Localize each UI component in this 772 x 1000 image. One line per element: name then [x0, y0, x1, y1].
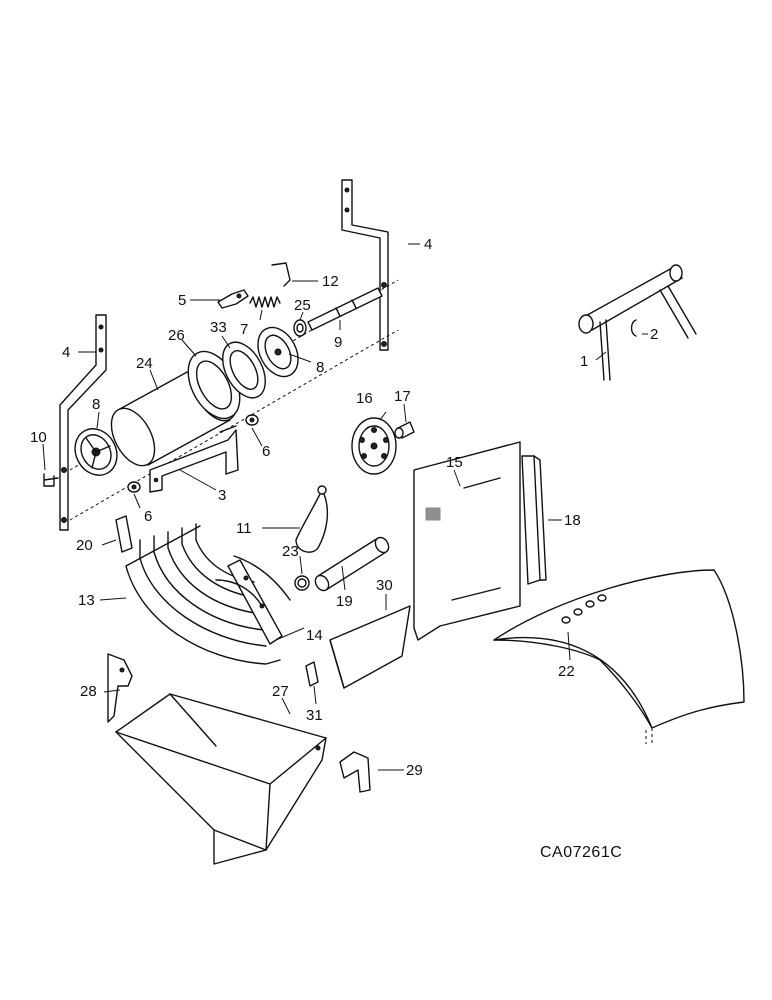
- callout-28: 28: [80, 683, 97, 700]
- callout-23: 23: [282, 543, 299, 560]
- callout-6-lower: 6: [144, 508, 152, 525]
- callout-4-left: 4: [62, 344, 70, 361]
- clip-12: [271, 262, 291, 287]
- left-pulley: [74, 428, 118, 476]
- shaft-9: [307, 287, 383, 331]
- callout-labels: 1 2 3 4 4 5 6 6 7 8 8 9 10 11 12 13 14 1…: [30, 236, 658, 779]
- clamp-23: [294, 575, 310, 591]
- bushing-17: [394, 421, 415, 439]
- drawing-code: CA07261C: [540, 844, 622, 861]
- callout-6-upper: 6: [262, 443, 270, 460]
- nut-6-lower: [127, 481, 141, 493]
- side-panel-15: [413, 441, 521, 641]
- callout-12: 12: [322, 273, 339, 290]
- callout-18: 18: [564, 512, 581, 529]
- deflector-30: [329, 605, 411, 689]
- pulley-16: [351, 417, 397, 475]
- callout-1: 1: [580, 353, 588, 370]
- leader-lines: [42, 243, 648, 771]
- callout-29: 29: [406, 762, 423, 779]
- callout-17: 17: [394, 388, 411, 405]
- callout-25: 25: [294, 297, 311, 314]
- callout-27: 27: [272, 683, 289, 700]
- callout-31: 31: [306, 707, 323, 724]
- bracket-3: [149, 425, 239, 493]
- bracket-5: [217, 289, 249, 309]
- callout-7: 7: [240, 321, 248, 338]
- spring-7: [249, 296, 281, 308]
- callout-2: 2: [650, 326, 658, 343]
- callout-30: 30: [376, 577, 393, 594]
- callout-11: 11: [236, 520, 252, 537]
- ring-33: [222, 341, 266, 399]
- tube-19: [314, 536, 390, 592]
- block-20: [115, 515, 133, 553]
- callout-13: 13: [78, 592, 95, 609]
- pin-10: [43, 473, 59, 487]
- callout-19: 19: [336, 593, 353, 610]
- bracket-31: [305, 661, 319, 687]
- callout-3: 3: [218, 487, 226, 504]
- callout-26: 26: [168, 327, 185, 344]
- callout-8-left: 8: [92, 396, 100, 413]
- bushing-25: [293, 319, 307, 337]
- clip-2: [630, 319, 637, 337]
- callout-24: 24: [136, 355, 153, 372]
- left-support-bracket: [59, 314, 107, 531]
- callout-22: 22: [558, 663, 575, 680]
- callout-10: 10: [30, 429, 47, 446]
- callout-20: 20: [76, 537, 93, 554]
- callout-8-right: 8: [316, 359, 324, 376]
- cable-11: [295, 485, 329, 553]
- callout-14: 14: [306, 627, 323, 644]
- hopper-27: [115, 693, 327, 865]
- bracket-28: [107, 653, 133, 723]
- right-support-bracket: [341, 179, 389, 351]
- callout-5: 5: [178, 292, 186, 309]
- bar-14: [215, 555, 291, 645]
- nut-6-upper: [245, 414, 259, 426]
- channel-18: [521, 455, 547, 585]
- callout-16: 16: [356, 390, 373, 407]
- axle-assembly-1: [578, 264, 697, 381]
- fender-22: [493, 569, 745, 744]
- callout-33: 33: [210, 319, 227, 336]
- callout-9: 9: [334, 334, 342, 351]
- right-pulley: [257, 326, 299, 378]
- callout-4-right: 4: [424, 236, 432, 253]
- bracket-29: [339, 751, 371, 793]
- callout-15: 15: [446, 454, 463, 471]
